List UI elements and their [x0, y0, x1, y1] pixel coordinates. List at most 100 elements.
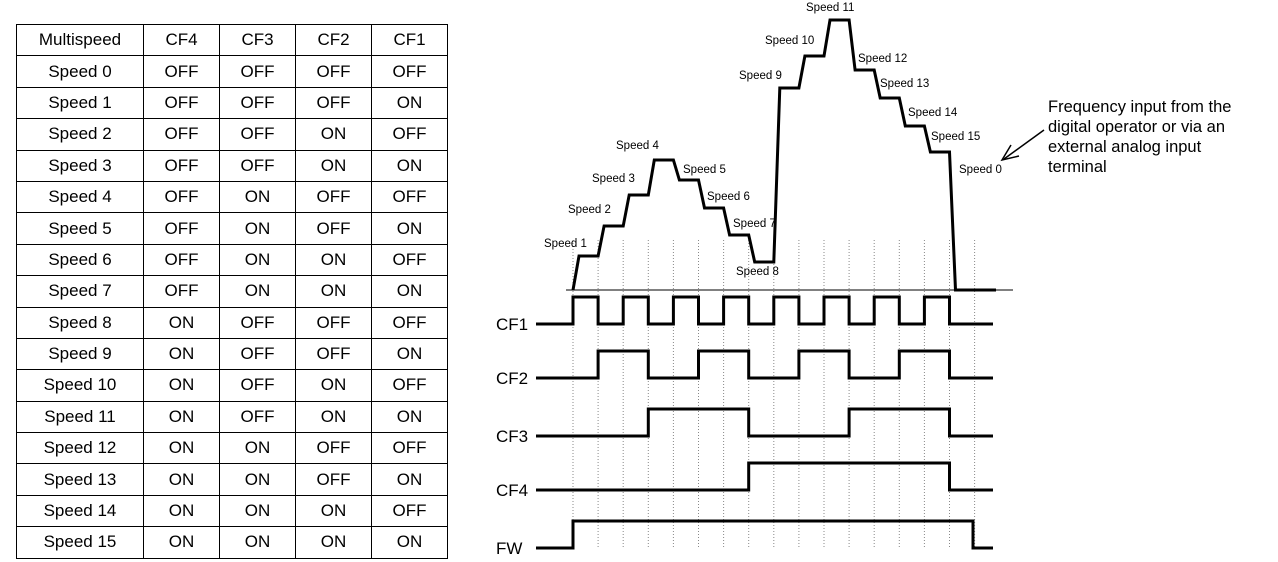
state-cell: OFF [219, 306, 296, 339]
signal-trace-cf1 [536, 295, 993, 326]
signal-trace-cf4 [536, 461, 993, 492]
note-line: terminal [1048, 158, 1107, 176]
speed-name-cell: Speed 11 [16, 400, 144, 434]
state-cell: ON [295, 243, 372, 277]
frequency-input-note: Frequency input from the digital operato… [1048, 97, 1231, 177]
column-header: CF4 [143, 23, 220, 57]
speed-name-cell: Speed 9 [16, 337, 144, 371]
speed-name-cell: Speed 13 [16, 463, 144, 496]
speed-label: Speed 11 [806, 2, 854, 14]
column-header: Multispeed [16, 23, 144, 57]
speed-name-cell: Speed 4 [16, 180, 144, 214]
state-cell: ON [143, 526, 220, 559]
speed-name-cell: Speed 6 [16, 243, 144, 277]
state-cell: ON [371, 86, 448, 120]
state-cell: OFF [219, 55, 296, 88]
speed-name-cell: Speed 8 [16, 306, 144, 339]
state-cell: ON [295, 494, 372, 528]
state-cell: ON [143, 463, 220, 496]
state-cell: OFF [371, 118, 448, 151]
state-cell: ON [371, 400, 448, 434]
state-cell: ON [295, 526, 372, 559]
state-cell: ON [295, 400, 372, 434]
state-cell: ON [219, 243, 296, 277]
signal-label: CF3 [496, 427, 528, 446]
speed-label: Speed 8 [736, 266, 779, 278]
guide-lines [572, 240, 976, 548]
state-cell: ON [371, 337, 448, 371]
signal-label: CF2 [496, 369, 528, 388]
column-header: CF2 [295, 23, 372, 57]
column-header: CF1 [371, 23, 448, 57]
state-cell: OFF [143, 118, 220, 151]
speed-label: Speed 7 [733, 218, 776, 230]
state-cell: ON [371, 275, 448, 308]
note-line: Frequency input from the [1048, 98, 1232, 116]
state-cell: OFF [371, 494, 448, 528]
state-cell: ON [143, 369, 220, 402]
speed-label: Speed 14 [908, 107, 958, 119]
state-cell: ON [219, 526, 296, 559]
state-cell: OFF [295, 55, 372, 88]
state-cell: OFF [371, 55, 448, 88]
signal-label: CF1 [496, 315, 528, 334]
speed-label: Speed 4 [616, 140, 659, 152]
speed-name-cell: Speed 3 [16, 149, 144, 182]
speed-name-cell: Speed 5 [16, 212, 144, 245]
signal-trace-cf2 [536, 349, 993, 380]
state-cell: ON [219, 212, 296, 245]
state-cell: OFF [371, 243, 448, 277]
speed-label: Speed 0 [959, 164, 1002, 176]
state-cell: ON [295, 369, 372, 402]
speed-name-cell: Speed 2 [16, 118, 144, 151]
speed-label: Speed 5 [683, 164, 726, 176]
state-cell: OFF [371, 180, 448, 214]
state-cell: ON [219, 275, 296, 308]
speed-label: Speed 15 [931, 131, 980, 143]
state-cell: OFF [371, 432, 448, 465]
state-cell: ON [143, 337, 220, 371]
state-cell: ON [371, 149, 448, 182]
state-cell: OFF [143, 55, 220, 88]
note-line: external analog input [1048, 138, 1202, 156]
signal-label: FW [496, 539, 522, 558]
signal-label: CF4 [496, 481, 528, 500]
signal-trace-fw [536, 519, 993, 550]
speed-label: Speed 6 [707, 191, 750, 203]
state-cell: ON [295, 275, 372, 308]
state-cell: OFF [143, 180, 220, 214]
speed-label: Speed 13 [880, 78, 929, 90]
note-line: digital operator or via an [1048, 118, 1226, 136]
speed-name-cell: Speed 15 [16, 526, 144, 559]
pointer-arrow [1000, 129, 1045, 162]
state-cell: ON [143, 432, 220, 465]
state-cell: OFF [143, 86, 220, 120]
speed-label: Speed 9 [739, 70, 782, 82]
state-cell: OFF [295, 86, 372, 120]
state-cell: OFF [295, 432, 372, 465]
state-cell: ON [219, 180, 296, 214]
speed-label: Speed 12 [858, 53, 907, 65]
speed-label: Speed 2 [568, 204, 611, 216]
speed-name-cell: Speed 1 [16, 86, 144, 120]
state-cell: ON [371, 526, 448, 559]
signal-trace-cf3 [536, 407, 993, 438]
state-cell: ON [143, 494, 220, 528]
